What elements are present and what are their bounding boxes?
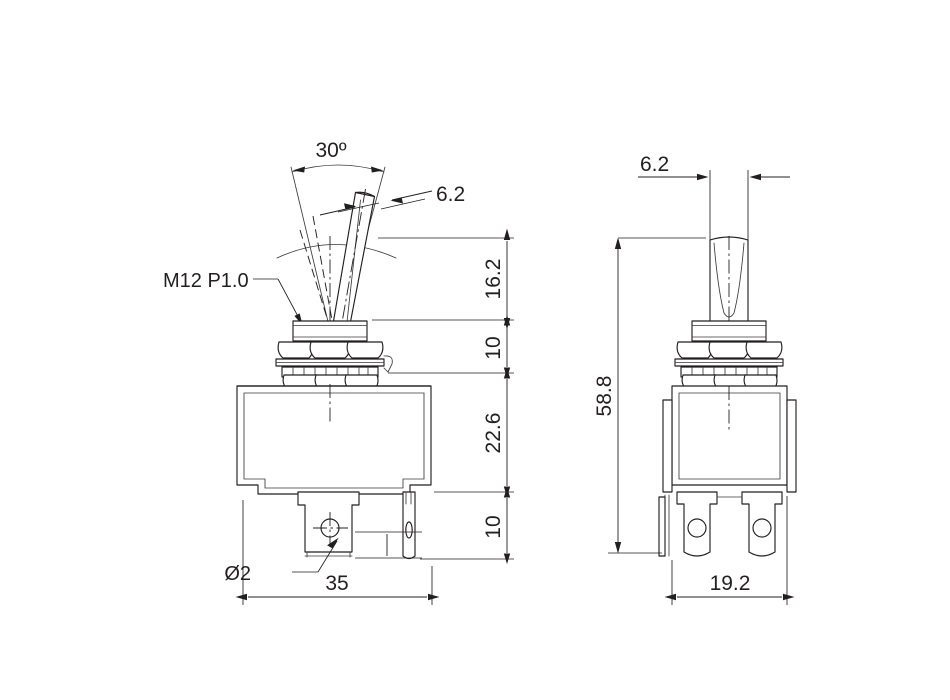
dimension-overall-width-front: 35	[235, 500, 440, 605]
dimension-stack-front-vertical: 16.2 10 22.6 10	[372, 228, 514, 564]
terminals-side	[658, 491, 783, 557]
front-elevation-view: 30º 6.2	[163, 139, 514, 605]
dimension-lever-width-side: 6.2	[638, 153, 790, 240]
callout-thread-m12-text: M12 P1.0	[163, 270, 249, 292]
callout-hole-dia2: Ø2	[224, 537, 339, 585]
dimension-lever-width-side-text: 6.2	[640, 153, 669, 176]
dimension-overall-height-side: 58.8	[593, 237, 706, 554]
dimension-lever-width-front: 6.2	[319, 183, 465, 216]
dimension-lever-angle: 30º	[315, 139, 346, 162]
dimension-lever-height-text: 16.2	[482, 259, 505, 300]
dimension-overall-width-side-text: 19.2	[710, 572, 751, 595]
dimension-bushing-height-text: 10	[482, 336, 505, 359]
toggle-lever-side	[709, 236, 749, 332]
side-elevation-view: 6.2	[593, 153, 797, 605]
terminals-front	[297, 491, 422, 560]
dimension-overall-height-side-text: 58.8	[593, 376, 616, 417]
dimension-terminal-height-text: 10	[482, 515, 505, 538]
dimension-overall-width-side: 19.2	[664, 496, 795, 605]
dimension-lever-width-front-text: 6.2	[436, 183, 465, 206]
bushing-hardware-stack-front	[275, 320, 393, 391]
switch-body-front	[236, 384, 432, 495]
toggle-lever-front	[329, 188, 376, 347]
dimension-body-height-text: 22.6	[482, 413, 505, 454]
dimension-overall-width-front-text: 35	[325, 572, 348, 595]
switch-body-side	[662, 385, 797, 493]
callout-hole-dia2-text: Ø2	[224, 563, 251, 585]
